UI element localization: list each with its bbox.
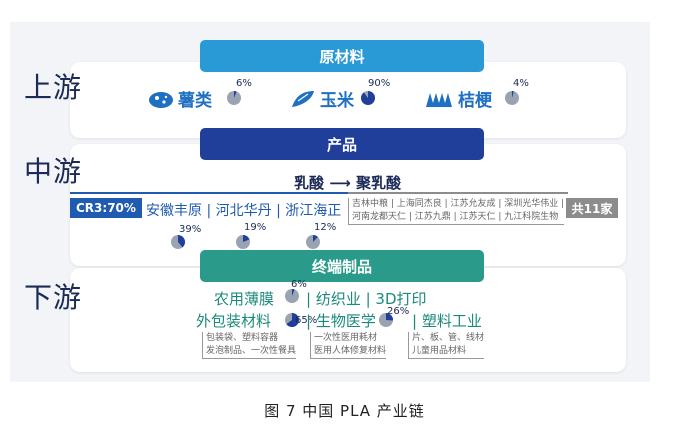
cr3-line (70, 192, 348, 194)
pct-corn: 90% (368, 78, 391, 89)
pct-biomedical: 26% (387, 306, 410, 317)
product-header: 产品 (200, 128, 484, 160)
stage-downstream: 下游 (24, 281, 83, 314)
pct-company-3: 12% (314, 222, 337, 233)
packaging-detail-1: 包装袋、塑料容器 (206, 333, 279, 343)
pie-company-2 (236, 235, 250, 249)
app-plastics: | 塑料工业 (412, 312, 482, 330)
top3-companies: 安徽丰原 | 河北华丹 | 浙江海正 (146, 203, 342, 219)
pie-slice (234, 91, 237, 98)
others-line (348, 192, 568, 194)
pct-platycodon: 4% (513, 78, 529, 89)
flow-from: 乳酸 (294, 174, 325, 192)
pct-company-2: 19% (244, 222, 267, 233)
terminal-products-header: 终端制品 (200, 250, 484, 282)
raw-item-potato: 薯类 (148, 86, 212, 111)
pie-agri-film (285, 289, 299, 303)
corn-icon (290, 89, 316, 109)
plastics-detail-1: 片、板、管、线材 (412, 333, 485, 343)
pct-company-1: 39% (179, 224, 202, 235)
stage-midstream: 中游 (24, 155, 83, 188)
packaging-detail-2: 发泡制品、一次性餐具 (206, 346, 297, 356)
pie-slice (286, 313, 299, 327)
pie-slice (178, 235, 185, 248)
raw-material-header: 原材料 (200, 40, 484, 72)
pie-slice (292, 289, 295, 296)
pie-slice (313, 235, 318, 242)
pie-company-1 (171, 235, 185, 249)
raw-item-corn: 玉米 (290, 86, 354, 111)
biomedical-detail-2: 医用人体修复材料 (314, 346, 387, 356)
pct-packaging: 65% (295, 315, 318, 326)
raw-item-potato-label: 薯类 (178, 91, 212, 111)
biomedical-detail-1: 一次性医用耗材 (314, 333, 378, 343)
plastics-detail-2: 儿童用品材料 (412, 346, 467, 356)
figure-caption: 图 7 中国 PLA 产业链 (264, 402, 425, 420)
pct-agri-film: 6% (291, 279, 307, 290)
app-biomedical: | 生物医学 (306, 312, 376, 330)
raw-item-platycodon: 桔梗 (424, 86, 492, 111)
pla-industry-chain-figure: 上游 中游 下游 原材料 薯类 6% 玉米 90% 桔梗 4% 产品 乳酸 ⟶ … (10, 22, 650, 382)
flow-arrow-icon: ⟶ (329, 174, 351, 192)
pie-slice (512, 91, 514, 98)
pie-slice (386, 313, 393, 321)
app-packaging: 外包装材料 (196, 312, 272, 330)
total-companies: 共11家 (566, 198, 618, 218)
platycodon-icon (424, 89, 454, 109)
pie-slice (243, 235, 250, 242)
product-flow: 乳酸 ⟶ 聚乳酸 (294, 172, 401, 193)
raw-item-corn-label: 玉米 (320, 91, 354, 111)
other-companies-line2: 河南龙都天仁 | 江苏九鼎 | 江苏天仁 | 九江科院生物 (352, 212, 559, 222)
other-companies: 吉林中粮 | 上海同杰良 | 江苏允友成 | 深圳光华伟业 | 河南龙都天仁 |… (348, 198, 565, 225)
packaging-details: 包装袋、塑料容器 发泡制品、一次性餐具 (202, 332, 297, 359)
plastics-details: 片、板、管、线材 儿童用品材料 (408, 332, 485, 359)
raw-item-platycodon-label: 桔梗 (458, 91, 492, 111)
pct-potato: 6% (236, 78, 252, 89)
pie-biomedical (379, 313, 393, 327)
cr3-label: CR3:70% (70, 198, 142, 218)
potato-icon (148, 89, 174, 109)
pie-packaging (285, 313, 299, 327)
app-agri-film: 农用薄膜 (214, 290, 275, 308)
stage-upstream: 上游 (24, 71, 83, 104)
app-textile-3d: | 纺织业 | 3D打印 (306, 290, 427, 308)
pie-corn (361, 91, 375, 105)
flow-to: 聚乳酸 (356, 174, 402, 192)
downstream-band (70, 268, 626, 372)
pie-potato (227, 91, 241, 105)
biomedical-details: 一次性医用耗材 医用人体修复材料 (310, 332, 387, 359)
pie-company-3 (306, 235, 320, 249)
pie-slice (361, 91, 375, 105)
other-companies-line1: 吉林中粮 | 上海同杰良 | 江苏允友成 | 深圳光华伟业 | (352, 199, 565, 209)
pie-platycodon (505, 91, 519, 105)
